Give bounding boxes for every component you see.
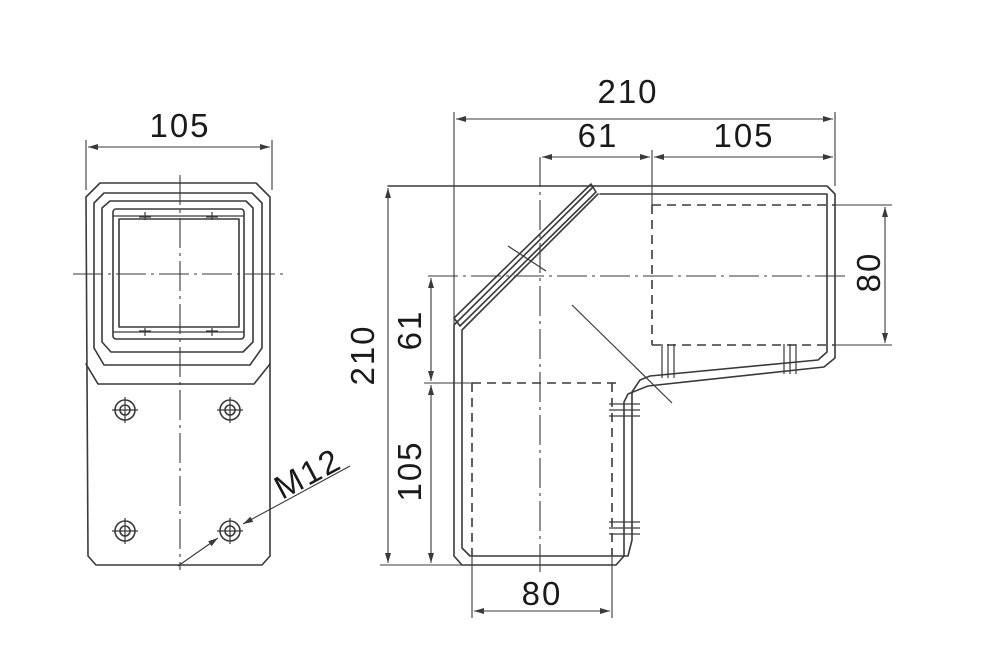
- bolt-hole: [217, 397, 243, 423]
- front-width-label: 105: [149, 107, 210, 144]
- window-opening: [118, 218, 240, 328]
- leg-length-label: 105: [713, 117, 774, 154]
- vertical-offset-label: 61: [391, 310, 428, 351]
- offset-label: 61: [578, 117, 619, 154]
- thread-label: M12: [268, 441, 347, 507]
- side-outline: [387, 185, 836, 566]
- frame-step: [101, 200, 254, 353]
- overall-width-label: 210: [597, 73, 658, 110]
- window-clips: [139, 212, 218, 336]
- vertical-leg-label: 105: [391, 440, 428, 501]
- frame-outer: [93, 192, 263, 366]
- bottom-opening-label: 80: [522, 575, 563, 612]
- bolt-hole: [112, 518, 138, 544]
- corner-axis-line: [571, 304, 673, 404]
- thread-leader-in: [177, 537, 219, 567]
- thread-leader: [242, 465, 351, 525]
- stud-fittings: [609, 344, 797, 535]
- window-frame: [112, 208, 245, 340]
- side-view: 210 61 105 210 61 105 80 80: [344, 73, 892, 618]
- side-inner-outline: [461, 193, 828, 557]
- overall-height-label: 210: [344, 324, 381, 385]
- mitre-edge: [453, 183, 597, 327]
- right-opening-label: 80: [850, 252, 887, 293]
- front-view: M12 105: [73, 107, 351, 570]
- front-flange-edge: [85, 363, 271, 385]
- bolt-hole: [112, 397, 138, 423]
- front-outline: [85, 182, 271, 566]
- bolt-hole: [217, 518, 243, 544]
- mitre-tick: [507, 245, 547, 272]
